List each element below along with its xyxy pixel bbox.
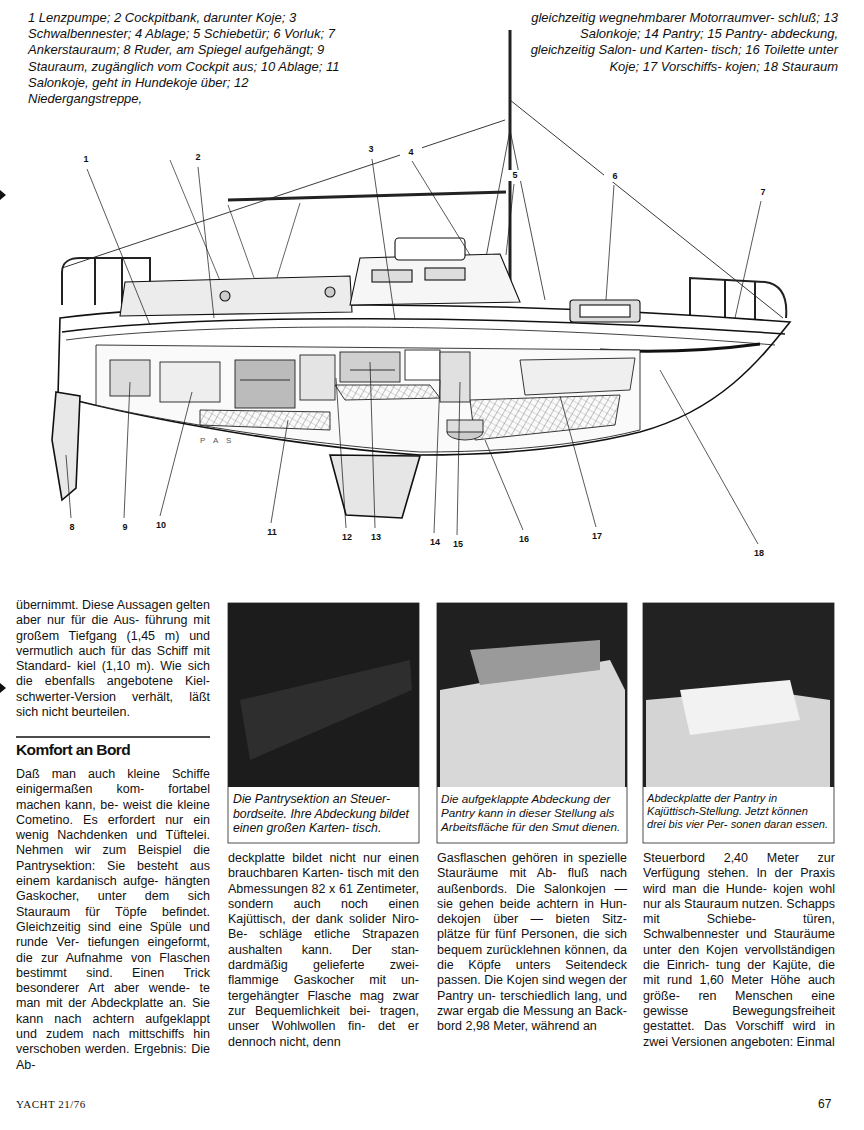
- callout-number: 10: [150, 520, 172, 531]
- article-text: Gasflaschen gehören in spezielle Stauräu…: [437, 851, 627, 1035]
- callout-number: 16: [513, 534, 535, 545]
- hull: [52, 305, 790, 518]
- callout-number: 7: [752, 187, 774, 198]
- leader-lines: [66, 159, 761, 544]
- page-footer: YACHT 21/76: [16, 1098, 176, 1110]
- callout-number: 11: [261, 527, 283, 538]
- photo-caption: Die Pantrysektion an Steuer- bordseite. …: [233, 792, 415, 836]
- photo-caption: Abdeckplatte der Pantry in Kajüttisch-St…: [647, 792, 829, 832]
- callout-number: 14: [424, 537, 446, 548]
- callout-number: 1: [75, 154, 97, 165]
- callout-number: 9: [114, 522, 136, 533]
- deck: [120, 238, 640, 322]
- callout-number: 12: [336, 532, 358, 543]
- interior-cutaway: [96, 345, 640, 452]
- legend-text: 1 Lenzpumpe; 2 Cockpitbank, darunter Koj…: [28, 10, 350, 107]
- page-number: 67: [818, 1097, 848, 1111]
- callout-number: 18: [748, 548, 770, 559]
- callout-number: 5: [504, 170, 526, 181]
- legend-text: gleichzeitig wegnehmbarer Motorraumver- …: [516, 10, 838, 75]
- callout-number: 8: [61, 522, 83, 533]
- photo-caption: Die aufgeklappte Abdeckung der Pantry ka…: [441, 792, 623, 834]
- photos: [228, 603, 834, 843]
- heading-rule: [16, 736, 210, 738]
- callout-number: 6: [604, 171, 626, 182]
- artist-signature: P A S: [200, 436, 260, 445]
- callout-number: 2: [187, 152, 209, 163]
- article-text: Steuerbord 2,40 Meter zur Verfügung steh…: [643, 851, 835, 1050]
- callout-number: 13: [365, 532, 387, 543]
- callout-number: 3: [360, 144, 382, 155]
- margin-marks: [0, 190, 6, 693]
- callout-number: 15: [447, 539, 469, 550]
- callout-number: 4: [400, 147, 422, 158]
- section-heading: Komfort an Bord: [16, 740, 210, 760]
- article-text: deckplatte bildet nicht nur einen brauch…: [228, 851, 419, 1050]
- callout-number: 17: [586, 531, 608, 542]
- article-text: Daß man auch kleine Schiffe einigermaßen…: [16, 767, 210, 1073]
- article-text: übernimmt. Diese Aussagen gelten aber nu…: [16, 598, 210, 720]
